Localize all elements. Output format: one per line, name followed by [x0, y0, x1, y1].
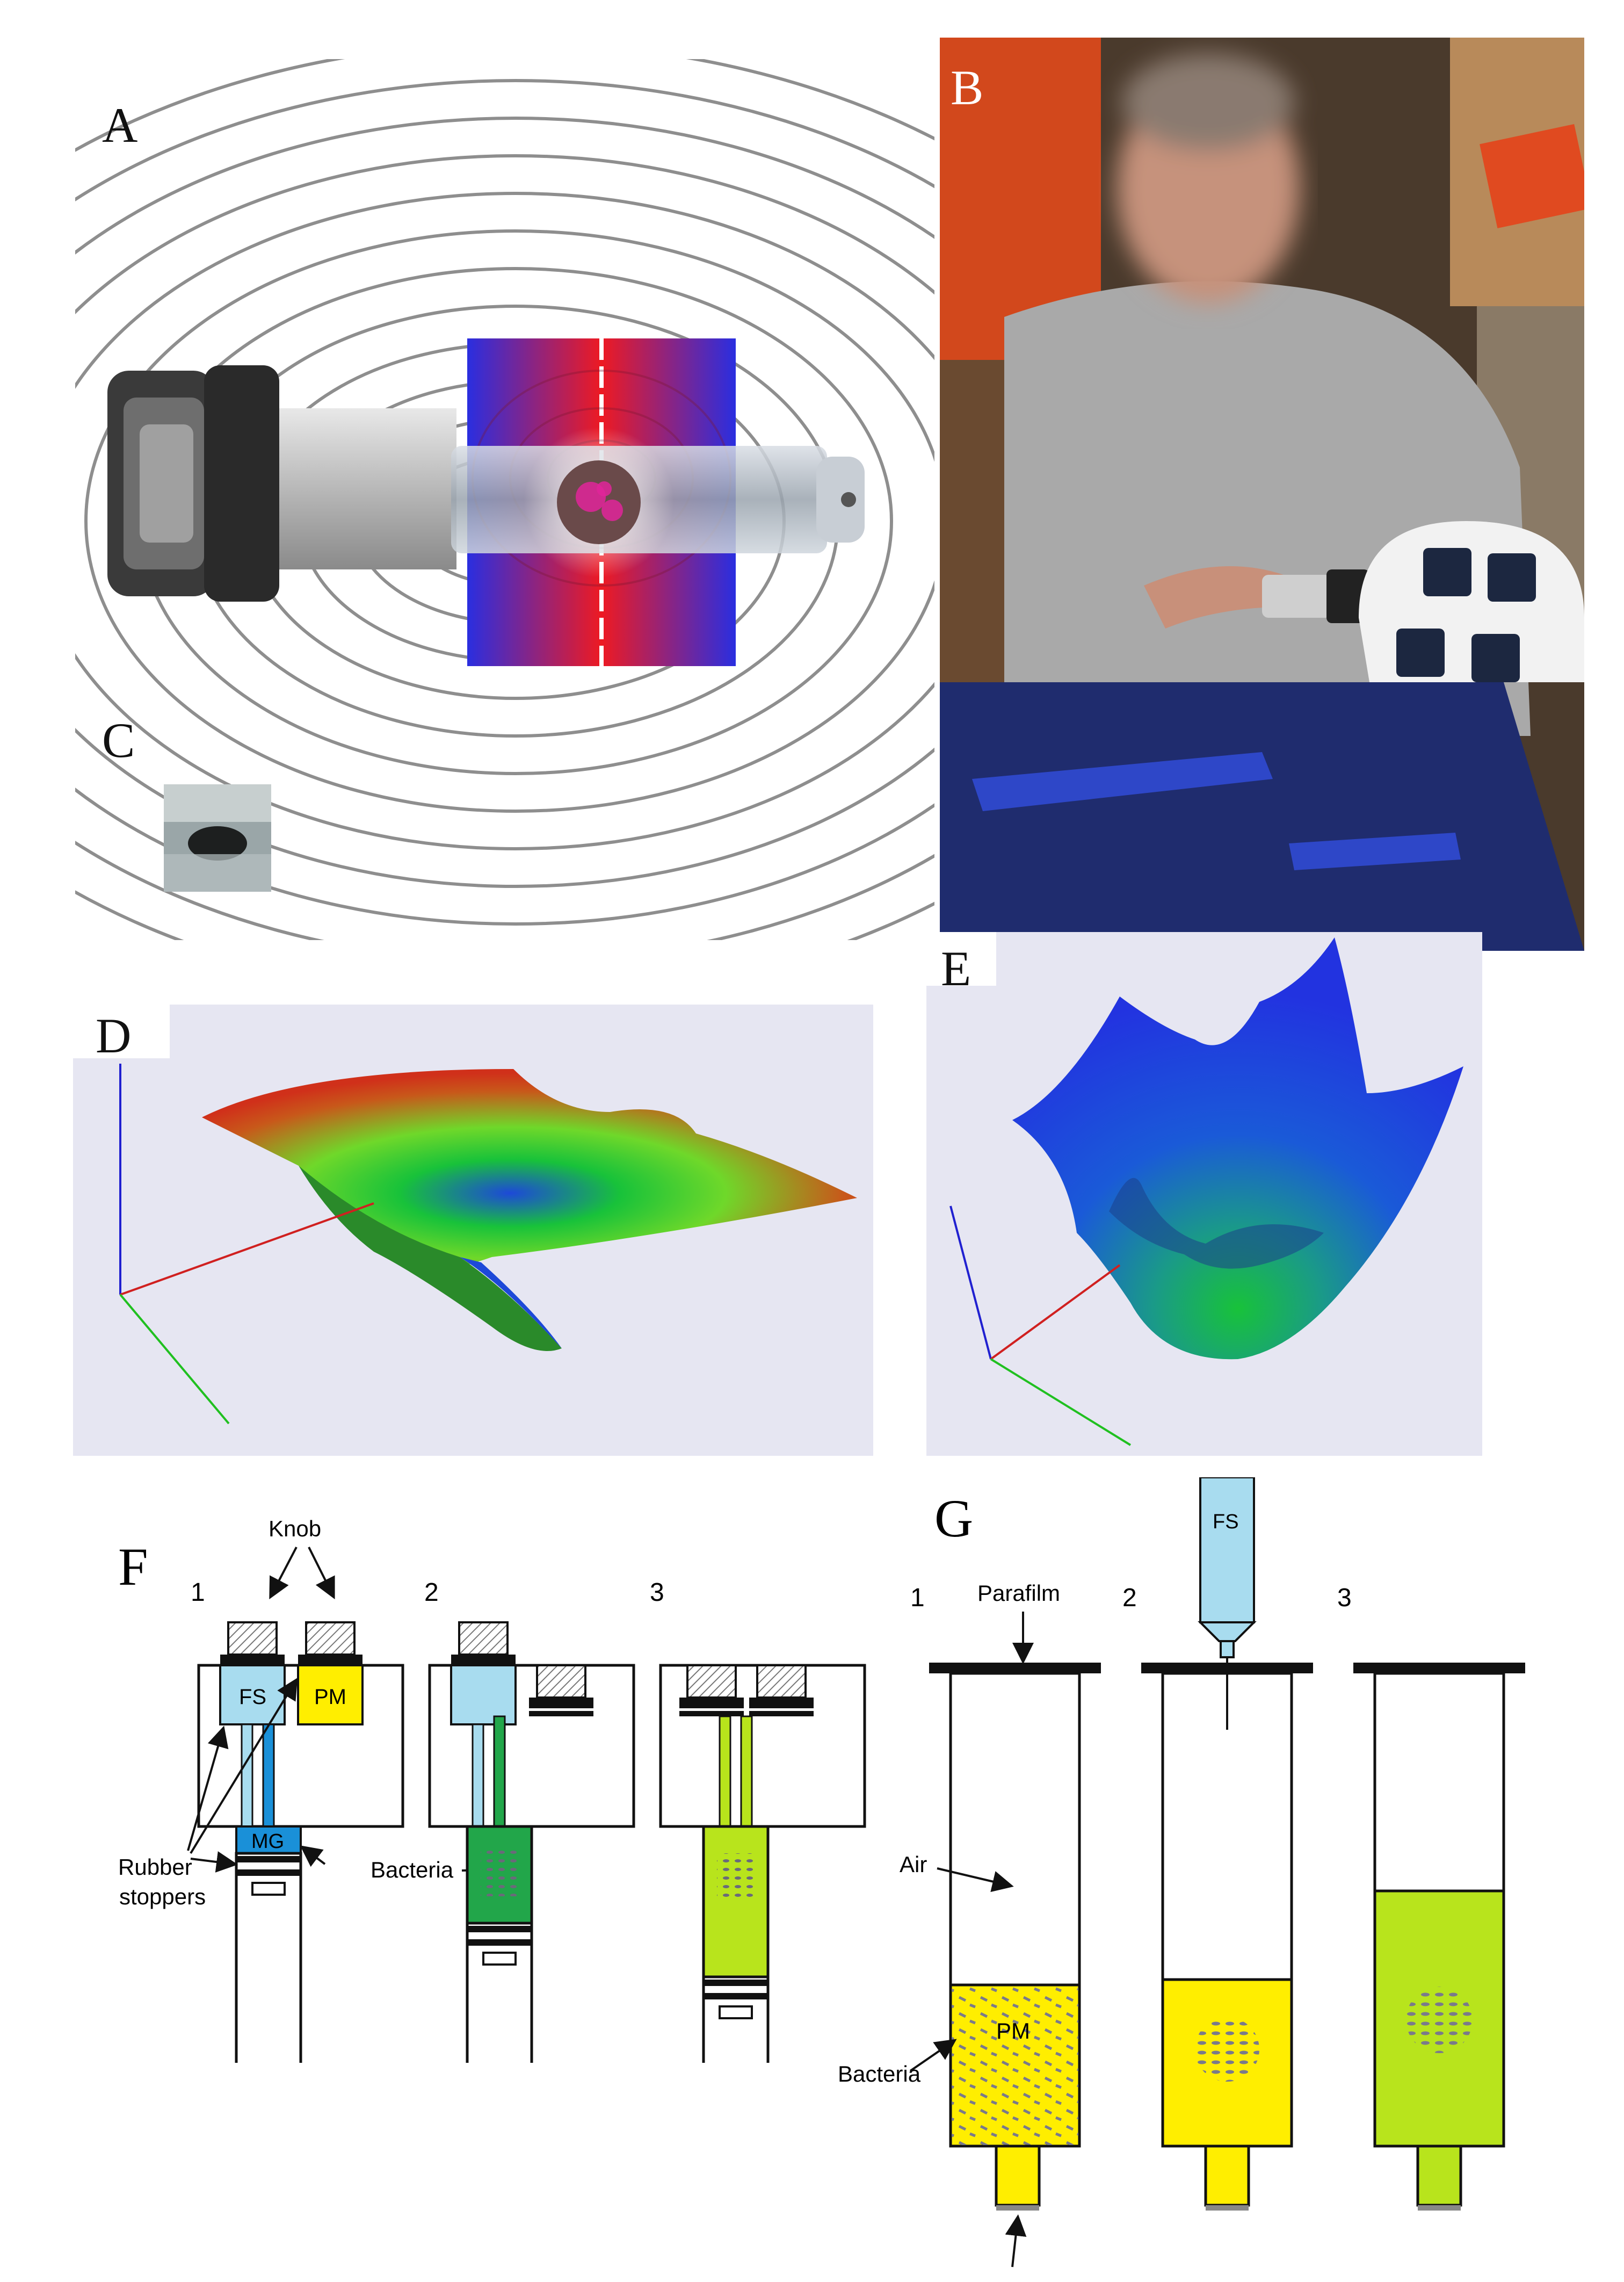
panel-f-syringe-diagram: F Knob 1 2 3 FS PM MG Rubber sto	[118, 1516, 866, 2070]
panel-label-f: F	[118, 1537, 148, 1597]
panel-b-photo	[940, 38, 1592, 951]
g-tube-3	[1353, 1663, 1525, 2211]
panel-e-surface-plot	[926, 932, 1482, 1456]
rubber-label: Rubber	[118, 1854, 192, 1880]
parafilm-label: Parafilm	[977, 1580, 1060, 1606]
panel-label-g: G	[934, 1489, 973, 1548]
f-step-1: 1	[191, 1578, 205, 1607]
panel-label-d: D	[96, 1008, 132, 1063]
air-label: Air	[900, 1852, 927, 1877]
panel-label-c: C	[102, 713, 135, 768]
g-step-1: 1	[910, 1584, 925, 1612]
g-pm-label: PM	[996, 2018, 1030, 2043]
f-device-3	[659, 1664, 866, 2070]
panel-label-e: E	[941, 941, 972, 996]
panel-a	[75, 38, 934, 940]
f-step-2: 2	[424, 1578, 439, 1607]
g-step-3: 3	[1337, 1584, 1352, 1612]
f-device-2	[428, 1621, 635, 2070]
f-mg-label: MG	[251, 1830, 284, 1853]
panel-d-surface-plot	[73, 1005, 873, 1456]
g-tube-1: PM	[929, 1663, 1101, 2211]
f-device-1: FS PM MG	[197, 1621, 404, 2070]
panel-g-tube-diagram: G 1 2 3 Parafilm PM Air Bacteria	[838, 1476, 1525, 2267]
panel-b	[940, 38, 1592, 951]
panel-a-illustration	[75, 59, 934, 940]
g-tube-2: FS	[1141, 1476, 1313, 2211]
panel-e	[926, 932, 1482, 1456]
g-step-2: 2	[1122, 1584, 1137, 1612]
f-bacteria-label: Bacteria	[371, 1857, 454, 1882]
f-pm-label: PM	[314, 1685, 346, 1709]
panel-label-a: A	[102, 98, 138, 153]
stoppers-label: stoppers	[119, 1884, 206, 1909]
levitation-device	[107, 365, 865, 602]
panel-f: F Knob 1 2 3 FS PM MG Rubber sto	[107, 1504, 913, 2070]
panel-c-image	[164, 784, 271, 892]
g-fs-label: FS	[1213, 1511, 1239, 1533]
g-bacteria-label: Bacteria	[838, 2061, 921, 2086]
knob-label: Knob	[269, 1516, 321, 1541]
panel-label-b: B	[951, 60, 984, 115]
panel-d	[73, 1005, 873, 1456]
blurred-face	[1117, 54, 1300, 304]
f-fs-label: FS	[239, 1685, 266, 1709]
panel-g: G 1 2 3 Parafilm PM Air Bacteria	[806, 1476, 1584, 2272]
f-step-3: 3	[650, 1578, 664, 1607]
